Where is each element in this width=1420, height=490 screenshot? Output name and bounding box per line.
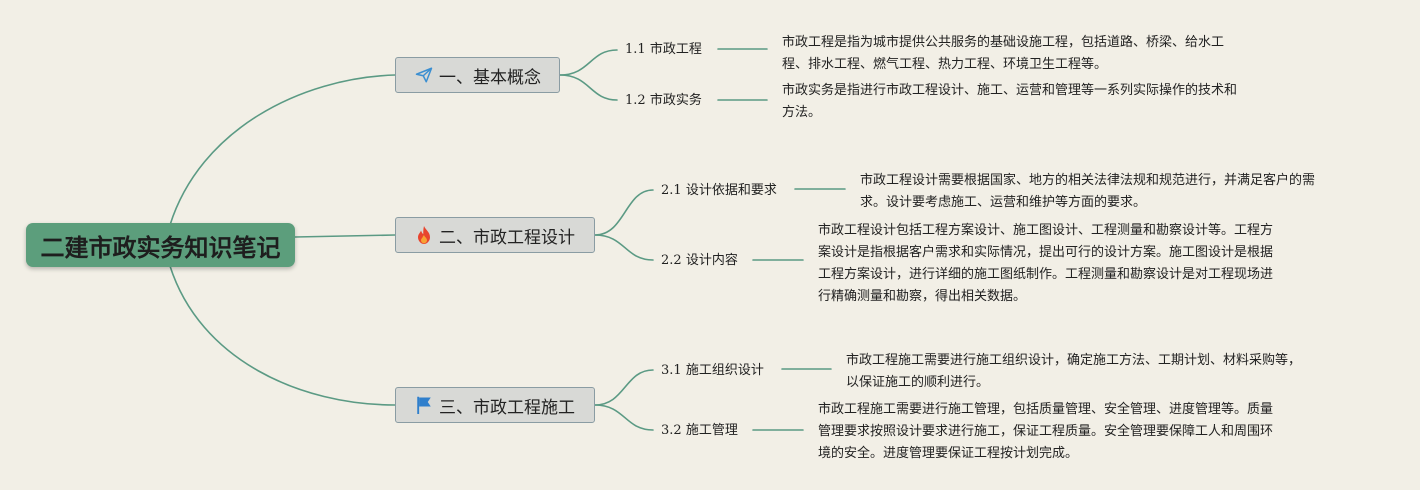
flame-icon (414, 225, 434, 245)
subtopic-3-1-note: 市政工程施工需要进行施工组织设计，确定施工方法、工期计划、材料采购等， 以保证施… (846, 353, 1302, 390)
branch-municipal-design[interactable]: 二、市政工程设计 (395, 217, 595, 253)
subtopic-number: 1.1 (625, 42, 646, 57)
subtopic-1-2[interactable]: 1.2 市政实务 (625, 92, 702, 110)
branch-basic-concepts[interactable]: 一、基本概念 (395, 57, 560, 93)
flag-icon (414, 395, 434, 415)
subtopic-number: 3.1 (661, 363, 682, 378)
branch-municipal-construction[interactable]: 三、市政工程施工 (395, 387, 595, 423)
subtopic-title: 设计依据和要求 (685, 183, 777, 198)
subtopic-number: 1.2 (625, 93, 646, 108)
subtopic-title: 施工组织设计 (685, 363, 764, 378)
subtopic-3-2-note: 市政工程施工需要进行施工管理，包括质量管理、安全管理、进度管理等。质量 管理要求… (818, 402, 1274, 461)
subtopic-number: 3.2 (661, 423, 682, 438)
central-topic[interactable]: 二建市政实务知识笔记 (26, 223, 295, 267)
subtopic-title: 施工管理 (685, 423, 738, 438)
paper-plane-icon (414, 65, 434, 85)
subtopic-2-1-note: 市政工程设计需要根据国家、地方的相关法律法规和规范进行，并满足客户的需 求。设计… (860, 173, 1316, 210)
subtopic-title: 市政工程 (649, 42, 702, 57)
subtopic-2-2-note: 市政工程设计包括工程方案设计、施工图设计、工程测量和勘察设计等。工程方 案设计是… (818, 223, 1274, 304)
subtopic-3-2[interactable]: 3.2 施工管理 (661, 422, 738, 440)
subtopic-number: 2.2 (661, 253, 682, 268)
subtopic-title: 设计内容 (685, 253, 738, 268)
branch-label: 三、市政工程施工 (439, 397, 575, 418)
subtopic-1-1-note: 市政工程是指为城市提供公共服务的基础设施工程，包括道路、桥梁、给水工 程、排水工… (782, 35, 1225, 72)
subtopic-title: 市政实务 (649, 93, 702, 108)
branch-label: 一、基本概念 (439, 67, 541, 88)
subtopic-1-1[interactable]: 1.1 市政工程 (625, 41, 702, 59)
subtopic-3-1[interactable]: 3.1 施工组织设计 (661, 362, 764, 380)
central-topic-label: 二建市政实务知识笔记 (40, 233, 281, 262)
branch-label: 二、市政工程设计 (439, 227, 575, 248)
subtopic-2-1[interactable]: 2.1 设计依据和要求 (661, 182, 777, 200)
subtopic-2-2[interactable]: 2.2 设计内容 (661, 252, 738, 270)
subtopic-1-2-note: 市政实务是指进行市政工程设计、施工、运营和管理等一系列实际操作的技术和 方法。 (782, 83, 1238, 120)
subtopic-number: 2.1 (661, 183, 682, 198)
